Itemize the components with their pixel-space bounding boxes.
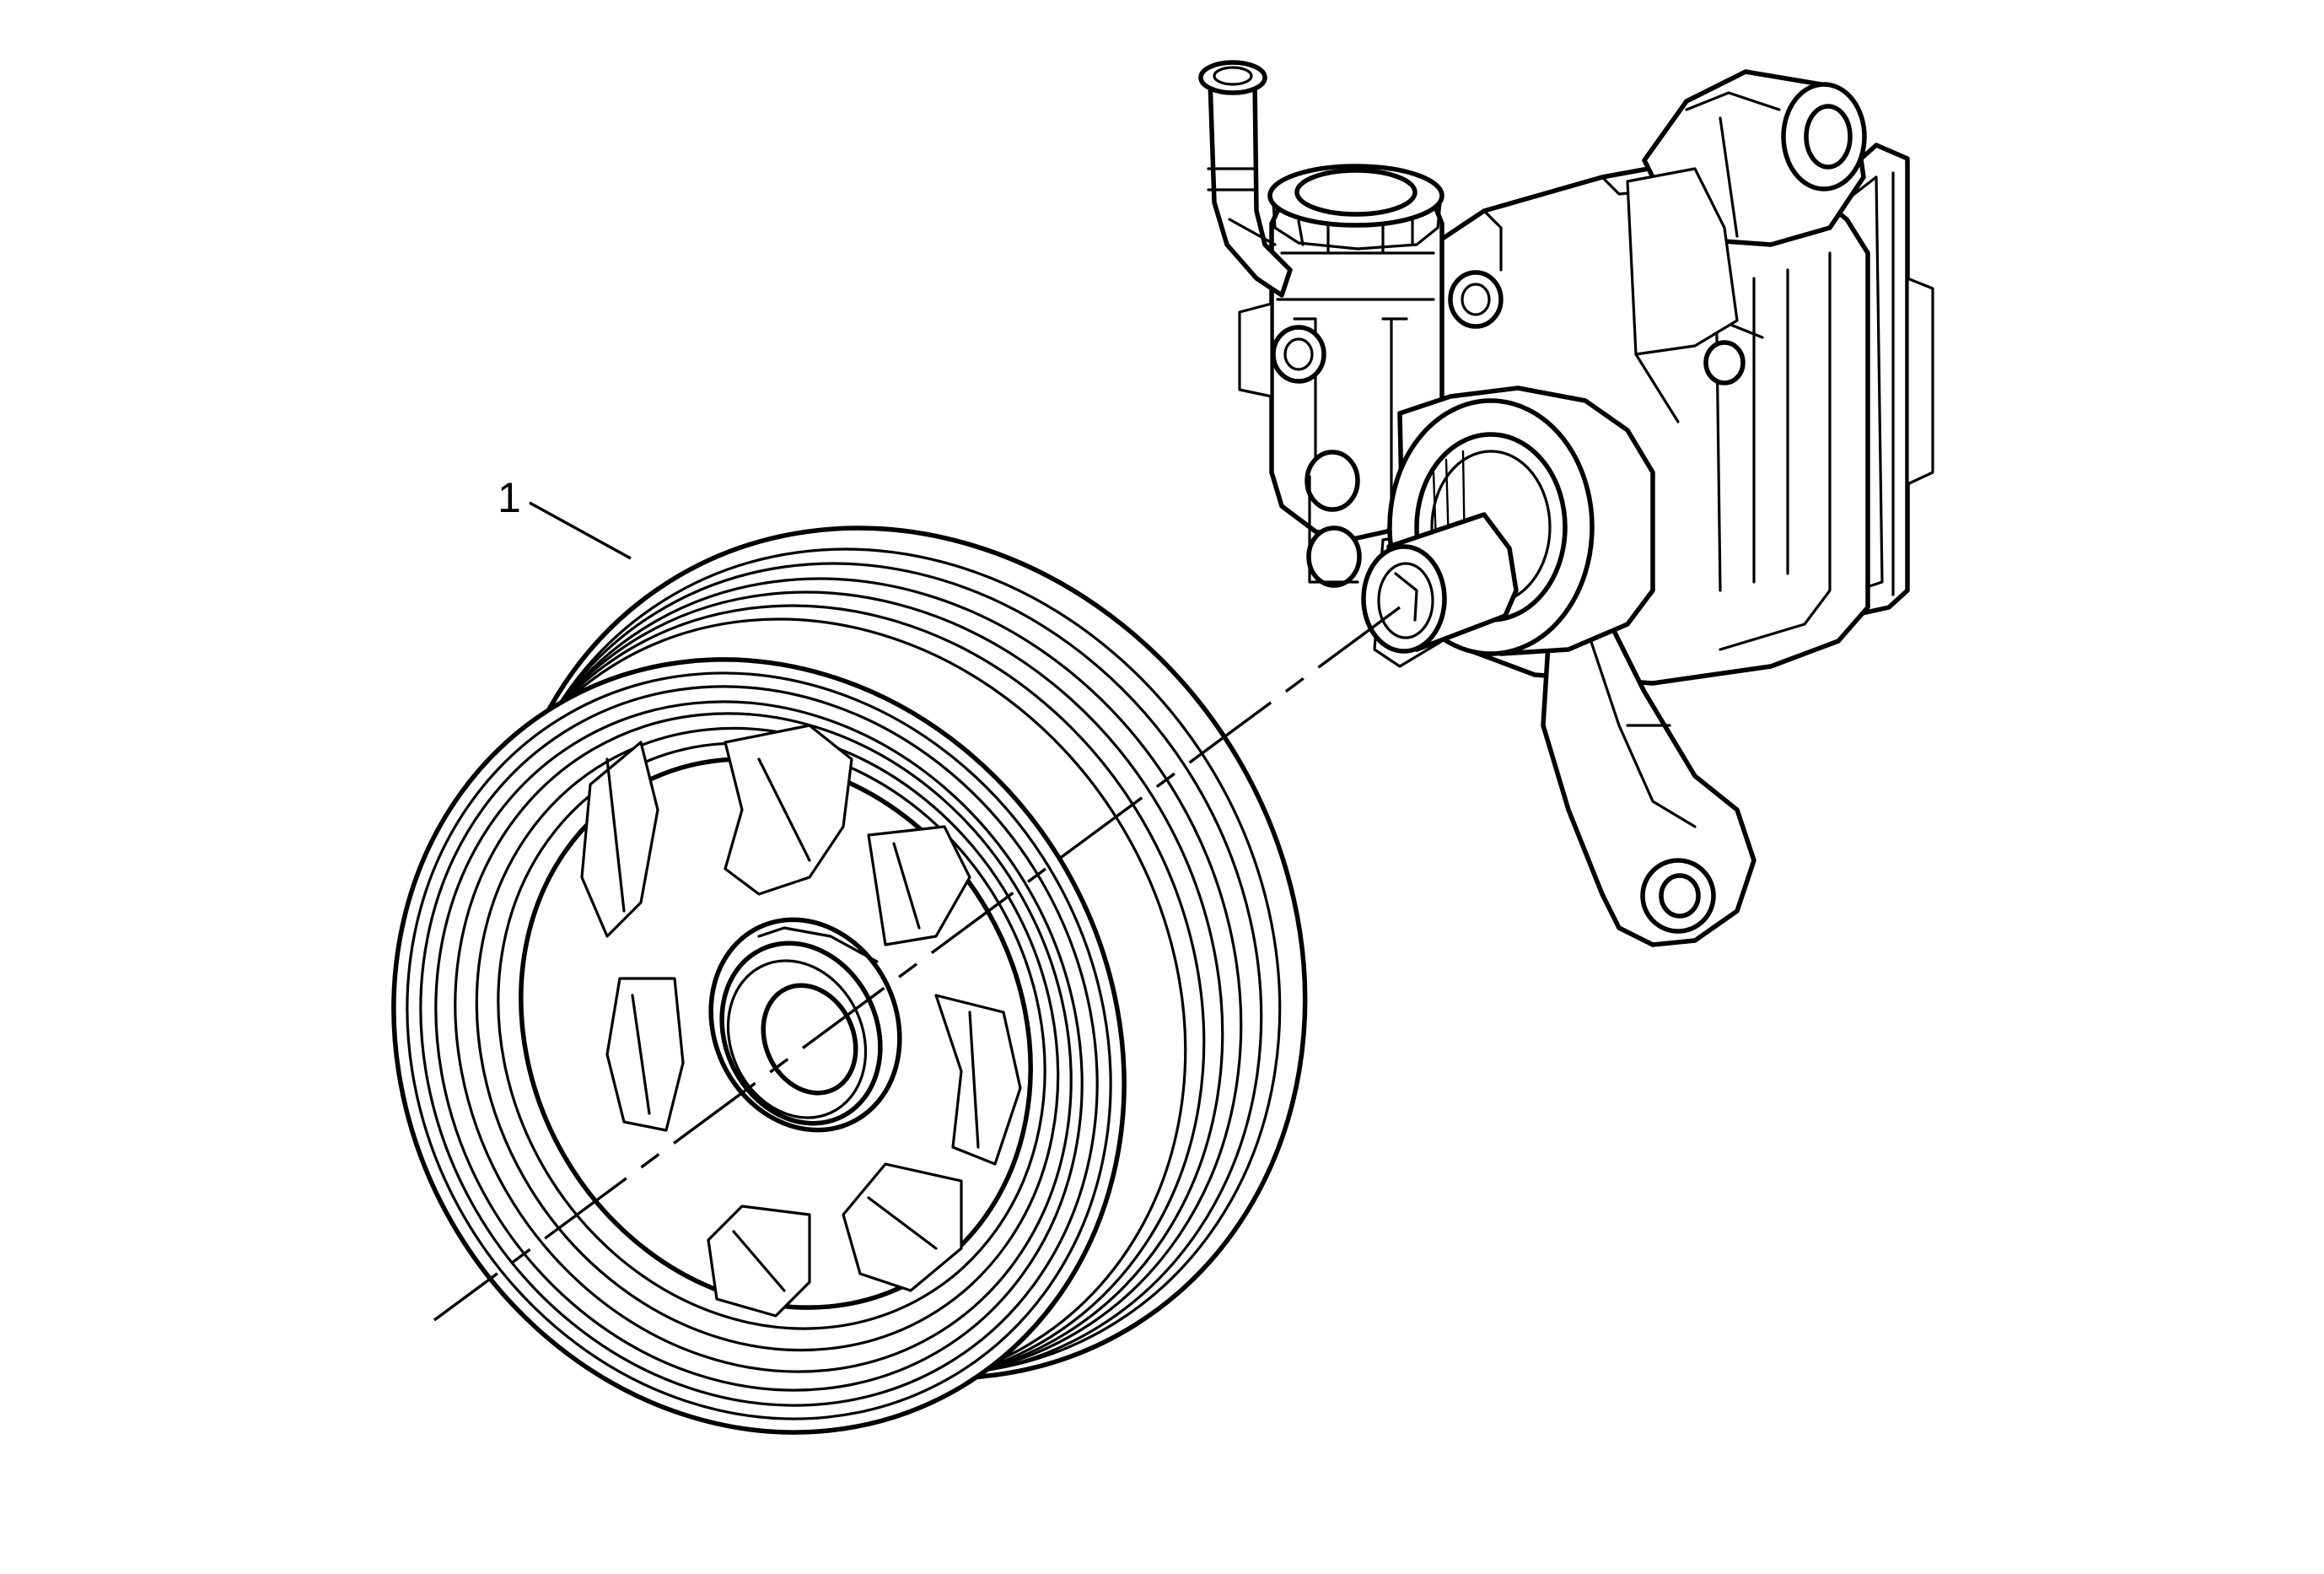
- pulley: [391, 526, 1308, 1435]
- callout-1: 1: [498, 474, 632, 560]
- callout-label: 1: [498, 474, 521, 521]
- power-steering-pump: [1198, 60, 1934, 947]
- shaft-center-axis: [433, 606, 1401, 1322]
- callout-leader-line: [529, 501, 632, 560]
